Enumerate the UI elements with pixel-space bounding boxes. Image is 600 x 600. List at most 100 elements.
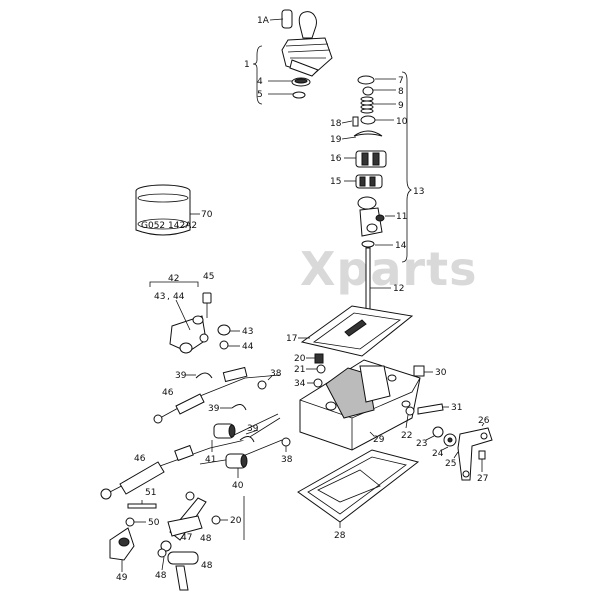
ring-14: [361, 240, 375, 248]
label-12: 12: [393, 284, 404, 294]
guide-16: [355, 150, 387, 168]
seat-10: [360, 115, 376, 125]
label-42: 42: [168, 274, 179, 284]
label-30: 30: [435, 368, 447, 378]
label-48a: 48: [200, 534, 212, 544]
label-13: 13: [413, 187, 424, 197]
damper-41: [213, 423, 236, 439]
label-20a: 20: [294, 354, 306, 364]
housing-29: [299, 359, 421, 451]
label-23: 23: [416, 439, 427, 449]
label-39a: 39: [175, 371, 187, 381]
label-27: 27: [477, 474, 488, 484]
label-70: 70: [201, 210, 213, 220]
bracket-42: [149, 281, 199, 287]
label-15: 15: [330, 177, 341, 187]
label-45: 45: [203, 272, 214, 282]
label-26: 26: [478, 416, 490, 426]
washer-38-a: [257, 380, 267, 390]
damper-40: [225, 453, 248, 469]
guide-15: [355, 174, 383, 189]
label-17: 17: [286, 334, 297, 344]
label-25: 25: [445, 459, 456, 469]
nut-23: [432, 426, 444, 438]
label-20b: 20: [230, 516, 242, 526]
label-4: 4: [257, 77, 263, 87]
label-49: 49: [116, 573, 128, 583]
label-11: 11: [396, 212, 407, 222]
label-5: 5: [257, 90, 263, 100]
pin-18: [352, 116, 359, 127]
cap-8: [362, 86, 374, 96]
pin-51: [127, 503, 157, 509]
label-50: 50: [148, 518, 160, 528]
label-43b: 43: [242, 327, 253, 337]
label-21: 21: [294, 365, 305, 375]
spring-9: [360, 96, 374, 114]
ring-5: [292, 91, 306, 99]
bolt-34: [313, 378, 323, 388]
label-14: 14: [395, 241, 407, 251]
label-48b: 48: [201, 561, 213, 571]
label-38a: 38: [270, 369, 282, 379]
bellcrank-assembly: [157, 491, 207, 591]
screw-31: [417, 403, 444, 415]
label-44b: 44: [242, 342, 254, 352]
plate-17: [300, 305, 414, 357]
lever-26: [457, 427, 493, 481]
nut-50: [125, 517, 135, 527]
bracket-1: [252, 45, 263, 105]
label-18: 18: [330, 119, 342, 129]
bush-22: [405, 406, 415, 416]
label-1a: 1A: [257, 16, 270, 26]
bracket-13: [401, 71, 412, 263]
nut-21: [316, 364, 326, 374]
label-31: 31: [451, 403, 462, 413]
gear-knob-assembly: [281, 9, 333, 77]
boot-70: [135, 184, 191, 236]
label-24: 24: [432, 449, 444, 459]
clip-30: [413, 365, 425, 377]
label-41: 41: [205, 455, 216, 465]
label-9: 9: [398, 101, 404, 111]
label-46b: 46: [134, 454, 146, 464]
label-comma: ,: [167, 292, 170, 302]
gasket-28: [297, 449, 420, 523]
part-code: G052 142A2: [141, 221, 197, 231]
label-22: 22: [401, 431, 412, 441]
nut-20b: [211, 515, 221, 525]
label-16: 16: [330, 154, 342, 164]
lever-11: [357, 196, 385, 237]
label-38b: 38: [281, 455, 293, 465]
label-40: 40: [232, 481, 244, 491]
ring-7: [357, 75, 375, 85]
bolt-27: [478, 450, 486, 460]
clip-39-c: [239, 436, 255, 443]
clip-19: [353, 130, 383, 137]
label-39b: 39: [208, 404, 220, 414]
label-19: 19: [330, 135, 342, 145]
lever-49: [109, 527, 135, 561]
label-34: 34: [294, 379, 306, 389]
bracket-assembly: [169, 292, 231, 354]
bolt-20: [314, 353, 324, 364]
label-7: 7: [398, 76, 404, 86]
label-51: 51: [145, 488, 156, 498]
cable-46-lower: [100, 417, 281, 500]
label-8: 8: [398, 87, 404, 97]
cable-46-upper: [153, 366, 281, 424]
label-48c: 48: [155, 571, 167, 581]
label-39c: 39: [247, 424, 259, 434]
label-1: 1: [244, 60, 250, 70]
washer-38-b: [281, 437, 291, 447]
label-43a: 43: [154, 292, 165, 302]
clip-39-a: [195, 372, 213, 379]
label-47: 47: [181, 533, 192, 543]
watermark: Xparts: [300, 242, 478, 296]
label-44a: 44: [173, 292, 185, 302]
label-29: 29: [373, 435, 385, 445]
label-46a: 46: [162, 388, 174, 398]
label-10: 10: [396, 117, 408, 127]
clip-39-b: [231, 404, 247, 411]
